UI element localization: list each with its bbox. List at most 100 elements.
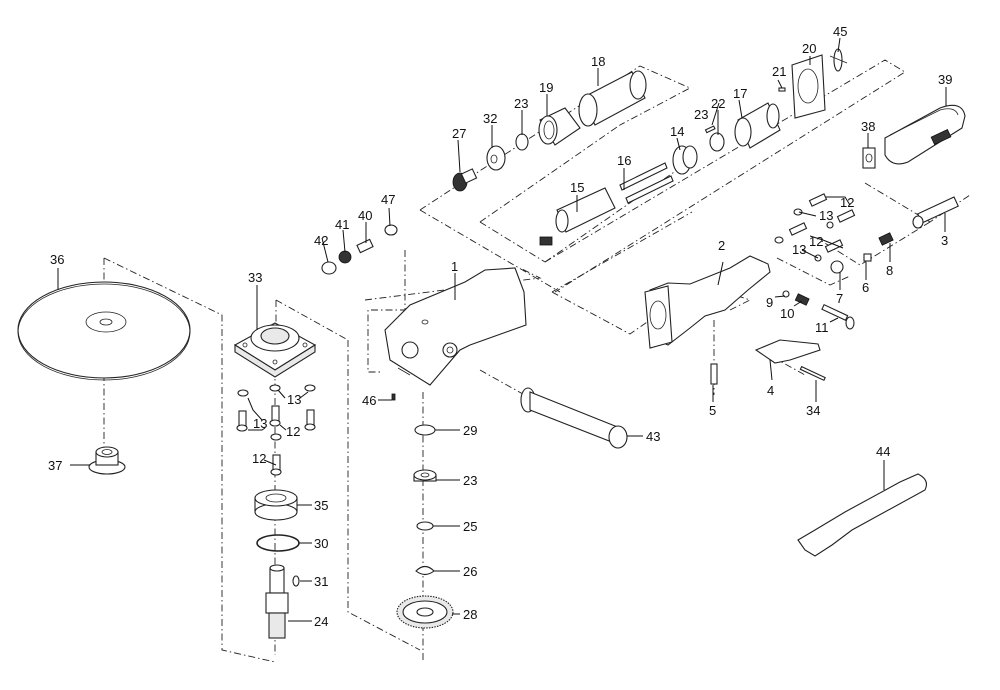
- air-inlet: [912, 196, 959, 229]
- pin-21: [778, 87, 786, 92]
- pin-22: [704, 125, 716, 134]
- part-label: 41: [335, 217, 349, 232]
- assembly-guide-lines: [103, 59, 971, 663]
- part-label: 19: [539, 80, 553, 95]
- part-label: 1: [451, 259, 458, 274]
- gear-housing: [384, 267, 527, 386]
- part-label: 35: [314, 498, 328, 513]
- part-label: 47: [381, 192, 395, 207]
- part-label: 6: [862, 280, 869, 295]
- part-label: 45: [833, 24, 847, 39]
- part-label: 39: [938, 72, 952, 87]
- screws-and-washers-left: [236, 384, 316, 476]
- part-label: 32: [483, 111, 497, 126]
- leader-lines: [57, 37, 947, 622]
- part-label: 2: [718, 238, 725, 253]
- part-label: 12: [252, 451, 266, 466]
- part-label: 28: [463, 607, 477, 622]
- rear-cover-17: [734, 102, 781, 149]
- label-plate: [862, 147, 876, 169]
- part-label: 20: [802, 41, 816, 56]
- lever-pin: [710, 363, 718, 385]
- ball-bearing-23-lower: [413, 469, 437, 482]
- end-plate-19: [538, 107, 581, 146]
- part-label: 5: [709, 403, 716, 418]
- throttle-lever: [754, 339, 821, 364]
- part-label: 8: [886, 263, 893, 278]
- part-label: 23: [694, 107, 708, 122]
- ball-bearing-23-rear: [709, 132, 725, 152]
- part-label: 40: [358, 208, 372, 223]
- part-label: 33: [248, 270, 262, 285]
- part-label: 7: [836, 291, 843, 306]
- part-label: 23: [463, 473, 477, 488]
- valve-seat: [830, 260, 844, 274]
- bearing-plate: [486, 145, 506, 171]
- part-label: 44: [876, 444, 890, 459]
- wave-washer: [415, 565, 435, 576]
- part-label: 17: [733, 86, 747, 101]
- grip: [884, 104, 966, 165]
- o-ring: [414, 424, 436, 436]
- part-label: 46: [362, 393, 376, 408]
- part-label: 10: [780, 306, 794, 321]
- retaining-ring: [416, 521, 434, 531]
- bevel-gear: [396, 595, 454, 629]
- part-label: 36: [50, 252, 64, 267]
- backing-pad: [17, 281, 191, 381]
- part-label: 31: [314, 574, 328, 589]
- part-label: 26: [463, 564, 477, 579]
- pinion-gear: [452, 168, 478, 192]
- part-label: 4: [767, 383, 774, 398]
- part-label: 23: [514, 96, 528, 111]
- part-label: 13: [792, 242, 806, 257]
- part-label: 37: [48, 458, 62, 473]
- part-label: 12: [840, 195, 854, 210]
- part-label: 14: [670, 124, 684, 139]
- part-label: 21: [772, 64, 786, 79]
- part-drawings: [17, 48, 966, 639]
- part-label: 29: [463, 423, 477, 438]
- rear-end-plate: [672, 145, 698, 175]
- part-number-labels: 27 32 23 19 18 14 16 15 23 22 17 21 20 4…: [48, 24, 952, 629]
- spindle: [265, 564, 289, 639]
- lever-roll-pin: [799, 365, 826, 382]
- part-label: 43: [646, 429, 660, 444]
- part-label: 11: [815, 320, 829, 335]
- part-label: 12: [809, 234, 823, 249]
- part-label: 13: [287, 392, 301, 407]
- part-label: 18: [591, 54, 605, 69]
- lock-nut: [88, 446, 126, 475]
- motor-housing: [644, 255, 771, 349]
- small-screw: [391, 393, 396, 401]
- spring-8: [878, 232, 894, 246]
- part-label: 15: [570, 180, 584, 195]
- part-label: 30: [314, 536, 328, 551]
- part-label: 22: [711, 96, 725, 111]
- key: [292, 575, 300, 587]
- part-label: 12: [286, 424, 300, 439]
- side-handle: [520, 387, 628, 449]
- ball-bearing-35: [254, 489, 298, 521]
- part-label: 42: [314, 233, 328, 248]
- part-label: 13: [253, 416, 267, 431]
- part-label: 16: [617, 153, 631, 168]
- ball-bearing-23-upper: [515, 133, 529, 151]
- small-parts-top: [321, 224, 398, 275]
- o-ring-9: [782, 290, 790, 298]
- rotor: [539, 187, 616, 246]
- valve-6: [863, 253, 872, 262]
- cylinder: [578, 70, 647, 127]
- spring-10: [794, 293, 810, 306]
- bearing-cover: [233, 322, 317, 378]
- circlip: [256, 534, 300, 552]
- gasket: [791, 54, 826, 119]
- part-label: 13: [819, 208, 833, 223]
- part-label: 24: [314, 614, 328, 629]
- throttle-valve-stem: [821, 303, 855, 330]
- part-label: 25: [463, 519, 477, 534]
- screws-and-washers-right: [774, 193, 856, 262]
- exhaust-deflector: [829, 48, 848, 72]
- part-label: 38: [861, 119, 875, 134]
